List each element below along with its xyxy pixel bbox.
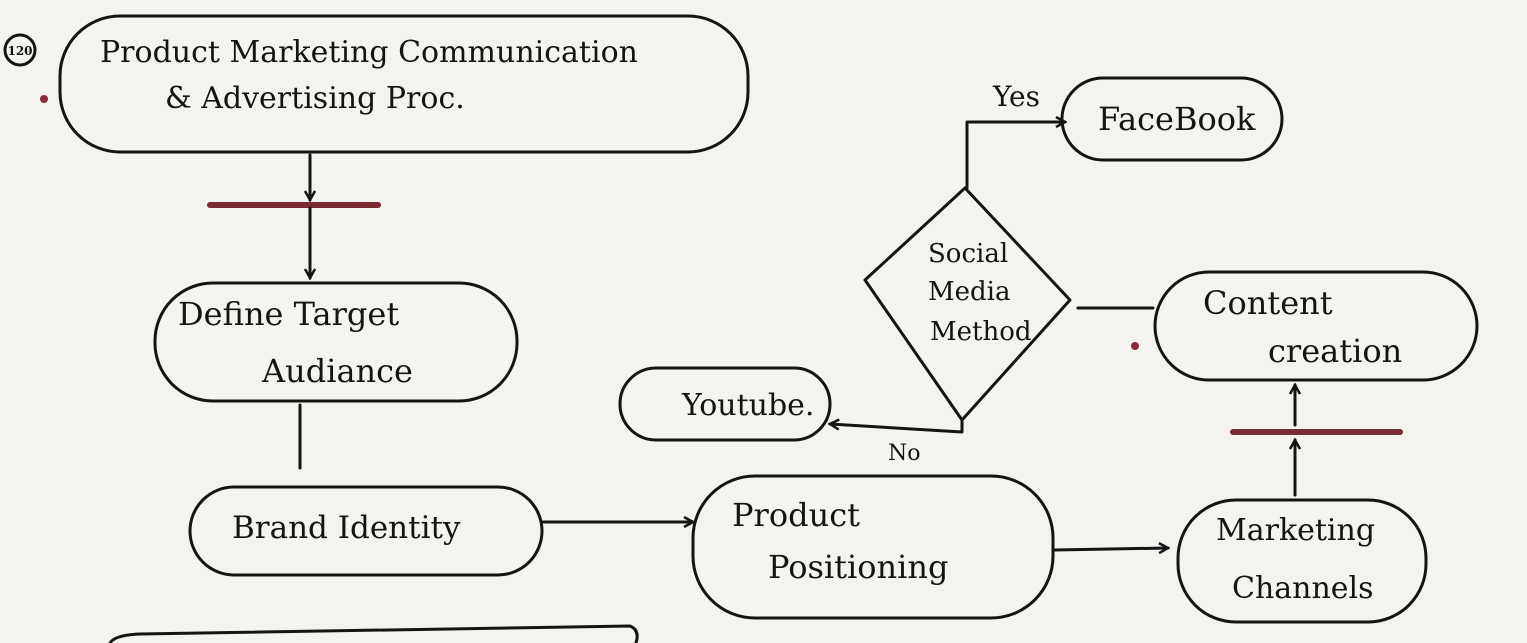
- define-line-2: Audiance: [261, 352, 413, 390]
- content-line-2: creation: [1268, 332, 1402, 370]
- arrow-positioning-to-channels: [1053, 548, 1168, 550]
- channels-line-2: Channels: [1232, 571, 1374, 606]
- decision-line-1: Social: [928, 239, 1008, 269]
- decision-line-2: Media: [928, 277, 1010, 307]
- brand-line-1: Brand Identity: [232, 510, 461, 546]
- step-number-badge: 120: [3, 33, 37, 67]
- title-line-1: Product Marketing Communication: [100, 35, 638, 70]
- youtube-label: Youtube.: [681, 388, 814, 423]
- margin-dot: [1131, 342, 1139, 350]
- brand-identity-node: Brand Identity: [188, 485, 544, 577]
- margin-dot: [40, 95, 48, 103]
- define-target-node: Define Target Audiance: [153, 281, 519, 403]
- badge-number: 120: [7, 44, 32, 58]
- title-node: Product Marketing Communication & Advert…: [58, 14, 750, 154]
- title-line-2: & Advertising Proc.: [165, 81, 465, 116]
- content-line-1: Content: [1203, 284, 1333, 322]
- next-node-partial: [108, 624, 639, 643]
- yes-label: Yes: [992, 80, 1040, 113]
- marketing-channels-node: Marketing Channels: [1176, 498, 1428, 624]
- content-creation-node: Content creation: [1153, 270, 1479, 382]
- define-line-1: Define Target: [178, 295, 399, 333]
- decision-line-3: Method: [930, 317, 1032, 347]
- facebook-node: FaceBook: [1060, 76, 1284, 162]
- channels-line-1: Marketing: [1216, 513, 1375, 548]
- facebook-label: FaceBook: [1098, 100, 1256, 138]
- youtube-node: Youtube.: [618, 366, 832, 442]
- arrow-no-to-youtube: [830, 420, 964, 434]
- no-label: No: [888, 441, 921, 466]
- positioning-line-1: Product: [732, 496, 860, 534]
- social-media-decision: Social Media Method: [863, 186, 1072, 422]
- product-positioning-node: Product Positioning: [691, 474, 1055, 620]
- arrow-yes-to-facebook: [965, 122, 1065, 190]
- positioning-line-2: Positioning: [768, 548, 948, 586]
